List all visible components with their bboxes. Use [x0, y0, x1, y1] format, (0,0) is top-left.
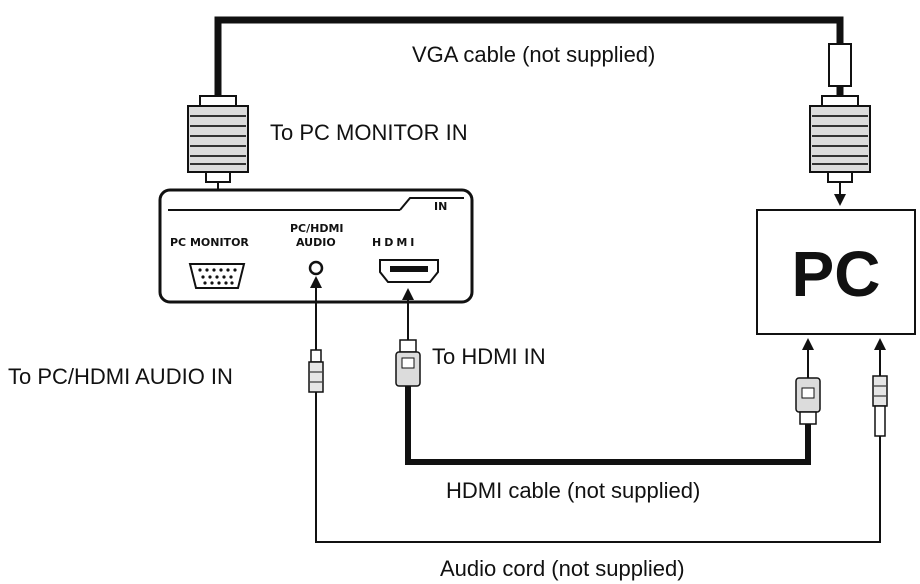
- audio-port-label-line1: PC/HDMI: [290, 222, 344, 235]
- panel-in-badge: IN: [434, 200, 447, 213]
- audio-port-label-line2: AUDIO: [296, 236, 336, 249]
- panel-in-bracket: [399, 197, 464, 211]
- vga-port-icon: [188, 263, 246, 289]
- audio-cord-label: Audio cord (not supplied): [440, 556, 685, 581]
- audio-jack-icon: [308, 260, 324, 276]
- hdmi-plug-left-icon: [395, 339, 421, 387]
- audio-arrow-head-right-icon: [874, 338, 886, 350]
- hdmi-cable-label: HDMI cable (not supplied): [446, 478, 700, 503]
- audio-plug-right-icon: [872, 375, 888, 437]
- hdmi-arrow-head-right-icon: [802, 338, 814, 350]
- to-pc-monitor-in-label: To PC MONITOR IN: [270, 120, 468, 145]
- vga-plug-right-icon: [809, 95, 871, 183]
- hdmi-cable: [405, 386, 811, 465]
- to-pc-hdmi-audio-in-label: To PC/HDMI AUDIO IN: [8, 364, 233, 389]
- audio-plug-left-icon: [308, 349, 324, 393]
- hdmi-plug-right-icon: [795, 377, 821, 425]
- vga-arrow-head-right-icon: [834, 194, 846, 206]
- hdmi-arrow-head-icon: [402, 288, 414, 300]
- pc-box-label: PC: [792, 238, 881, 310]
- audio-cord: [315, 392, 881, 543]
- vga-ferrite-core: [828, 43, 852, 87]
- hdmi-port-icon: [379, 259, 439, 283]
- hdmi-logo: HDMI: [372, 236, 417, 249]
- pc-monitor-port-label: PC MONITOR: [170, 236, 249, 249]
- to-hdmi-in-label: To HDMI IN: [432, 344, 546, 369]
- pc-box: [756, 209, 916, 335]
- vga-cable-label: VGA cable (not supplied): [412, 42, 655, 67]
- vga-plug-left-icon: [187, 95, 249, 183]
- audio-arrow-head-icon: [310, 276, 322, 288]
